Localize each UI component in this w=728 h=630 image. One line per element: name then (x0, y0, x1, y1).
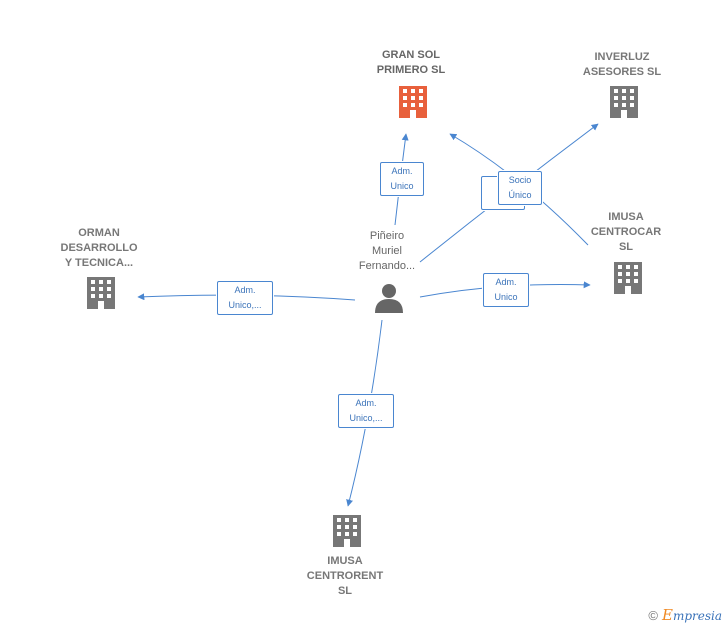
brand-footer: ©Empresia (648, 606, 722, 624)
imusa-centrocar-label[interactable]: IMUSA CENTROCAR SL (590, 211, 662, 253)
orman-building-icon[interactable] (87, 277, 115, 309)
edge-label-imusa-centrorent[interactable]: Adm. Unico,... (338, 394, 394, 428)
edge-label-imusa-centrocar[interactable]: Adm. Unico (483, 273, 529, 307)
orman-label[interactable]: ORMAN DESARROLLO Y TECNICA... (60, 227, 138, 269)
brand-logo-text: mpresia (672, 609, 722, 623)
inverluz-label[interactable]: INVERLUZ ASESORES SL (582, 51, 662, 78)
imusa-centrorent-label[interactable]: IMUSA CENTRORENT SL (306, 555, 384, 597)
copyright-symbol: © (648, 608, 658, 623)
gran-sol-label[interactable]: GRAN SOL PRIMERO SL (376, 49, 446, 76)
edge-label-inverluz[interactable]: Socio Único (498, 171, 542, 205)
gran-sol-building-icon[interactable] (399, 86, 427, 118)
imusa-centrocar-building-icon[interactable] (614, 262, 642, 294)
inverluz-building-icon[interactable] (610, 86, 638, 118)
brand-logo-initial: E (661, 606, 673, 624)
person-icon[interactable] (375, 284, 403, 313)
edge-label-gran-sol[interactable]: Adm. Unico (380, 162, 424, 196)
edge-label-orman[interactable]: Adm. Unico,... (217, 281, 273, 315)
imusa-centrorent-building-icon[interactable] (333, 515, 361, 547)
person-label[interactable]: Piñeiro Muriel Fernando... (358, 230, 416, 272)
